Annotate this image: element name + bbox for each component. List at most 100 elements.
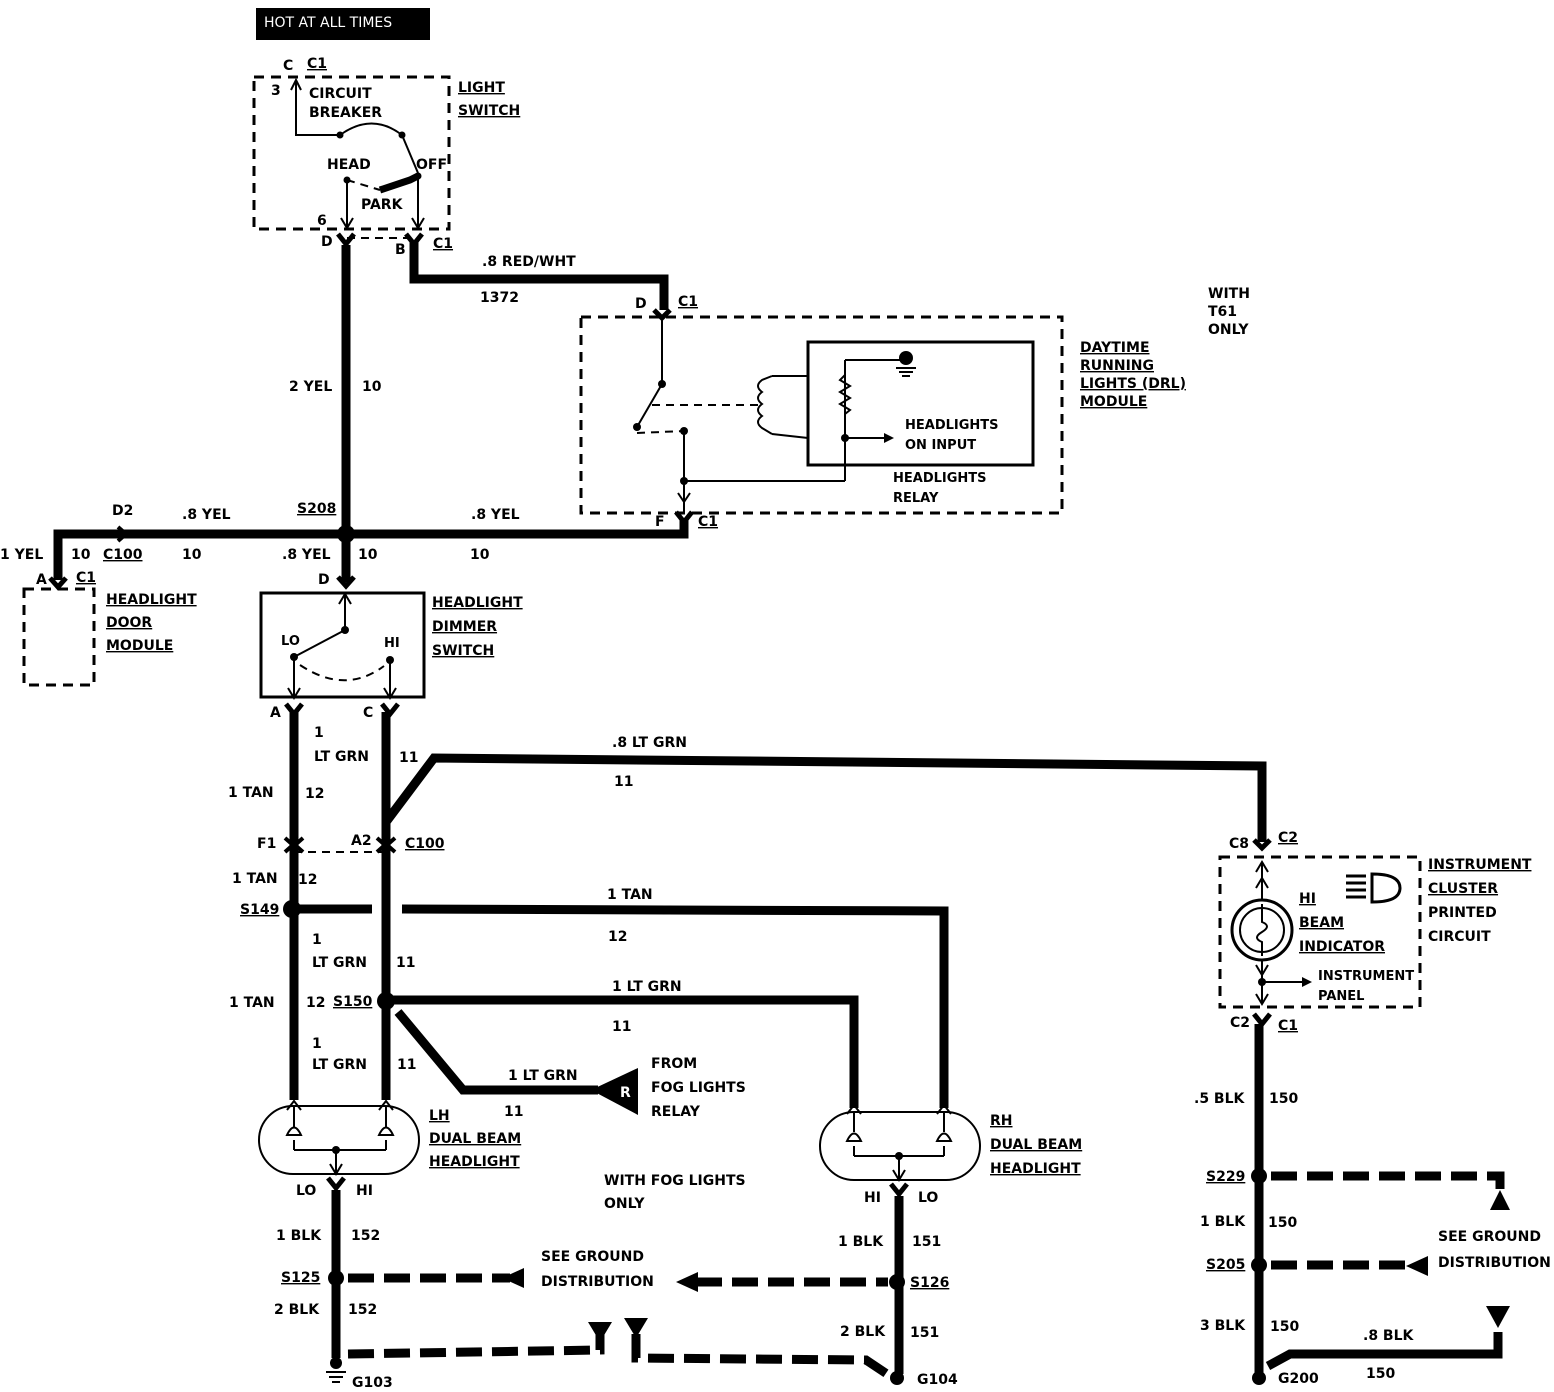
wire-yel-down-circuit: 10 (358, 547, 378, 563)
rh-ground-terminal-icon (889, 1182, 909, 1199)
wire-tan-c-size: 1 TAN (229, 995, 275, 1011)
drl-coil-leads (771, 375, 809, 439)
rh-lo-label: LO (918, 1190, 938, 1206)
g104-arrow-icon (624, 1318, 648, 1338)
pin-d-terminal-icon (336, 232, 356, 249)
lh-out-arrow-icon (329, 1163, 343, 1176)
fog-relay-line1: FROM (651, 1056, 697, 1072)
wire-2-yel-label: 2 YEL (289, 379, 332, 395)
dimmer-swing-dash (299, 664, 385, 682)
lh-w2-circuit: 152 (348, 1302, 377, 1318)
s229-ground-dist (1271, 1171, 1505, 1190)
indicator-out-arrow-icon (1255, 993, 1269, 1006)
lh-w2-size: 2 BLK (274, 1302, 320, 1318)
dimmer-title-line2: DIMMER (432, 619, 497, 635)
door-module-title-line1: HEADLIGHT (106, 592, 197, 608)
wire-grn-d-size: 1 (312, 1036, 322, 1052)
dimmer-title-line3: SWITCH (432, 643, 494, 659)
fog-wire-circuit: 11 (504, 1104, 523, 1120)
head-park-dash (346, 179, 381, 191)
drl-module-box (579, 315, 1064, 515)
c100-f1-terminal-icon (283, 836, 305, 854)
light-switch-box (252, 75, 451, 231)
rh-hi-arrow-icon (846, 1103, 862, 1115)
wire-grn-c-size: 1 (314, 725, 324, 741)
breaker-contact-left (336, 131, 344, 139)
wire-grn-b-circuit: 11 (396, 955, 415, 971)
dimmer-hi-arrow-icon (383, 687, 397, 700)
wire-yel-far-left-size: 1 YEL (0, 547, 43, 563)
wire-yel-right-circuit: 10 (470, 547, 490, 563)
g200-node (1252, 1371, 1266, 1385)
cluster-w4-circuit: 150 (1366, 1366, 1395, 1382)
rh-hi-label: HI (864, 1190, 881, 1206)
c100-pin-a2: A2 (351, 833, 372, 849)
ground-dist-center-line1: SEE GROUND (541, 1249, 644, 1265)
wire-yel-left-size: .8 YEL (182, 507, 231, 523)
lh-ground-terminal-icon (326, 1176, 346, 1193)
cluster-w2-size: 1 BLK (1200, 1214, 1246, 1230)
drl-input-arrow-icon (884, 433, 894, 443)
rh-w1-circuit: 151 (912, 1234, 941, 1250)
rh-out-arrow-icon (892, 1169, 906, 1182)
door-module-terminal-icon (48, 576, 68, 591)
splice-s149-label: S149 (240, 902, 279, 918)
fog-relay-connector-icon (591, 1068, 638, 1115)
off-arrow-icon (411, 217, 425, 230)
light-switch-connector-c1-b: C1 (433, 236, 453, 252)
wire-fog-grn (394, 1009, 598, 1095)
cluster-title-line2: CLUSTER (1428, 881, 1498, 897)
breaker-arrow-icon (290, 77, 302, 91)
head-arrow-icon (340, 217, 354, 230)
cluster-connector-c1: C1 (1278, 1018, 1298, 1034)
drl-pin-d: D (635, 296, 647, 312)
switch-pos-off: OFF (416, 157, 447, 173)
light-switch-pin-b: B (395, 242, 406, 258)
g200-arrow-icon (1486, 1306, 1510, 1328)
lh-w1-circuit: 152 (351, 1228, 380, 1244)
splice-s208-label: S208 (297, 501, 336, 517)
circuit-breaker-line1: CIRCUIT (309, 86, 372, 102)
wire-grn-rh-size: 1 LT GRN (612, 979, 682, 995)
wire-yel-right-size: .8 YEL (471, 507, 520, 523)
drl-relay-coil-icon (757, 375, 773, 435)
wire-red-wht-1372 (409, 242, 669, 310)
switch-pos-head: HEAD (327, 157, 371, 173)
drl-ground-dot (899, 351, 913, 365)
drl-connector-c1-bottom: C1 (698, 514, 718, 530)
wire-red-wht-label: .8 RED/WHT (482, 254, 576, 270)
lh-filament-icon (285, 1106, 395, 1151)
cluster-title-line1: INSTRUMENT (1428, 857, 1532, 873)
drl-relay-dash-b (636, 430, 685, 434)
wire-grn-c-color: LT GRN (314, 749, 369, 765)
drl-resistor-icon (838, 374, 852, 415)
dimmer-pin-a: A (270, 705, 281, 721)
drl-title-line3: LIGHTS (DRL) (1080, 376, 1186, 392)
wire-red-wht-circuit: 1372 (480, 290, 519, 306)
wire-yel-down-pin-d: D (318, 572, 330, 588)
drl-ground-icon (896, 367, 916, 377)
wire-yel-left-circuit: 10 (182, 547, 202, 563)
headlight-door-module-box (22, 587, 96, 687)
fog-relay-line3: RELAY (651, 1104, 701, 1120)
c100-d2-terminal-icon (116, 525, 130, 543)
dimmer-pin-c: C (363, 705, 373, 721)
wire-tan-rh-circuit: 12 (608, 929, 627, 945)
drl-relay-line1: HEADLIGHTS (893, 471, 987, 486)
wire-grn-b-size: 1 (312, 932, 322, 948)
wire-tan-c-circuit: 12 (306, 995, 325, 1011)
light-switch-title-line1: LIGHT (458, 80, 505, 96)
cluster-connector-c2: C2 (1278, 830, 1298, 846)
hi-beam-indicator-line3: INDICATOR (1299, 939, 1385, 955)
dimmer-switch-box (259, 591, 426, 699)
splice-s208 (337, 525, 355, 543)
rh-lo-arrow-icon (936, 1103, 952, 1115)
cluster-w3-circuit: 150 (1270, 1319, 1299, 1335)
rh-title-line1: RH (990, 1113, 1013, 1129)
cluster-c2-terminal-icon (1252, 1012, 1272, 1029)
indicator-panel-arrow-icon (1302, 977, 1312, 987)
door-module-connector-c1: C1 (76, 570, 96, 586)
drl-relay-left-contact (633, 423, 641, 431)
fog-wire-size: 1 LT GRN (508, 1068, 578, 1084)
